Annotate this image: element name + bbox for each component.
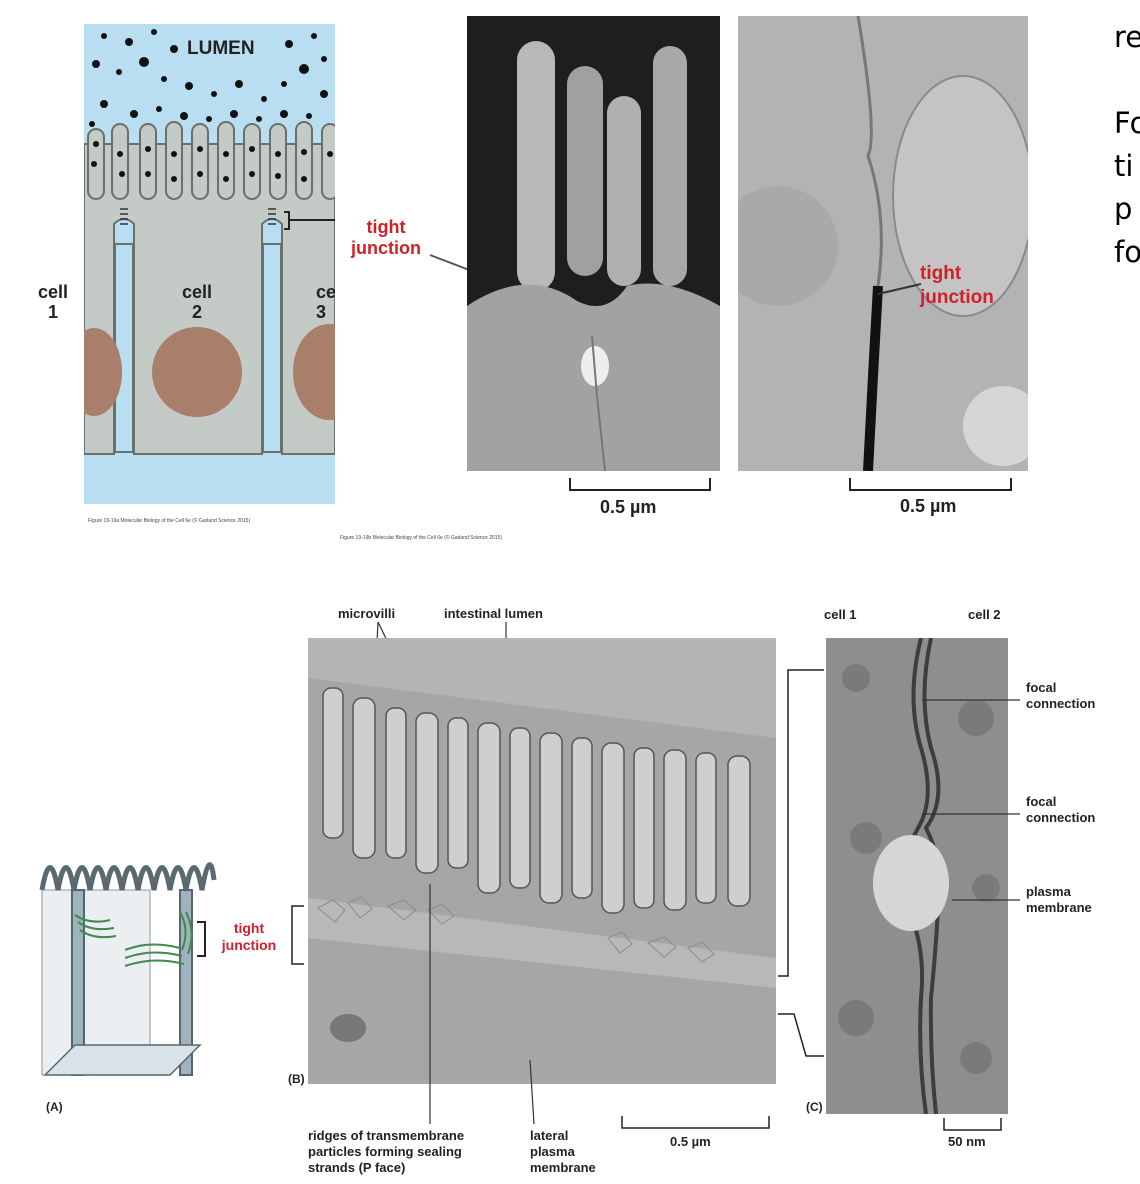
side-text-line-3: Fo bbox=[1114, 106, 1140, 140]
micrograph-right: tight junction bbox=[738, 16, 1028, 471]
panel-b-scale-label: 0.5 µm bbox=[670, 1134, 711, 1149]
scale-label-right: 0.5 µm bbox=[900, 496, 957, 516]
membrane-micrograph-svg bbox=[826, 638, 1008, 1114]
lateral-line-1: lateral bbox=[530, 1128, 569, 1143]
scale-bar-right bbox=[849, 478, 1012, 491]
lateral-line-2: plasma bbox=[530, 1144, 575, 1159]
side-text-line-1: re bbox=[1114, 20, 1140, 54]
lateral-membrane-label: lateral plasma membrane bbox=[530, 1128, 596, 1176]
cell-2-label: cell 2 bbox=[182, 282, 212, 322]
micrograph-right-svg bbox=[738, 16, 1028, 471]
membrane-micrograph bbox=[826, 638, 1008, 1114]
micrograph-left bbox=[467, 16, 720, 471]
cell-3-word: ce bbox=[316, 282, 335, 302]
panel-c-leader-lines bbox=[922, 699, 1020, 901]
epithelium-diagram-svg bbox=[66, 24, 365, 504]
focal-2-line-2: connection bbox=[1026, 810, 1096, 825]
scale-bar-left bbox=[569, 478, 711, 491]
lumen-label: LUMEN bbox=[187, 38, 255, 59]
ridges-line-2: particles forming sealing bbox=[308, 1144, 462, 1159]
tight-junction-em-label: tight junction bbox=[920, 262, 994, 310]
cell-1-label: cell 1 bbox=[38, 282, 68, 322]
lateral-line-3: membrane bbox=[530, 1160, 596, 1175]
tight-junction-em-word-2: junction bbox=[920, 287, 994, 308]
epithelium-diagram: LUMEN cell 1 cell 2 ce 3 bbox=[38, 24, 365, 504]
panel-a-bracket bbox=[197, 921, 206, 957]
panel-c-letter: (C) bbox=[806, 1100, 823, 1114]
scale-label-left: 0.5 µm bbox=[600, 497, 657, 517]
side-text-gap bbox=[1114, 59, 1140, 102]
figure-caption-b: Figure 19-19b Molecular Biology of the C… bbox=[340, 535, 503, 541]
focal-1-line-2: connection bbox=[1026, 696, 1096, 711]
side-text-line-5: p bbox=[1114, 192, 1133, 226]
cell-2-header: cell 2 bbox=[968, 607, 1001, 622]
microvilli-label: microvilli bbox=[338, 606, 396, 621]
panel-c-scale-label: 50 nm bbox=[948, 1134, 986, 1149]
ridges-label: ridges of transmembrane particles formin… bbox=[308, 1128, 464, 1176]
panel-a-tight-word: tight bbox=[233, 920, 265, 936]
focal-2-line-1: focal bbox=[1026, 794, 1057, 809]
plasma-line-2: membrane bbox=[1026, 900, 1092, 915]
cell-1-word: cell bbox=[38, 282, 69, 302]
plasma-line-1: plasma bbox=[1026, 884, 1071, 899]
tight-junction-word-2: junction bbox=[351, 238, 421, 258]
side-text: re Fo ti p fo bbox=[1114, 16, 1140, 274]
tight-junction-em-leader bbox=[877, 283, 922, 295]
cell-3-number: 3 bbox=[316, 302, 327, 322]
side-text-line-6: fo bbox=[1114, 235, 1140, 269]
tight-junction-word-1: tight bbox=[366, 217, 406, 237]
cell-1-header: cell 1 bbox=[824, 607, 857, 622]
panel-b-bracket bbox=[291, 905, 304, 965]
micrograph-left-svg bbox=[467, 16, 720, 471]
focal-connection-1: focal connection bbox=[1026, 680, 1095, 712]
panel-b-leader-lines bbox=[429, 884, 535, 1125]
freeze-fracture-svg bbox=[308, 638, 776, 1084]
tight-junction-label: tight junction bbox=[340, 217, 432, 259]
focal-1-line-1: focal bbox=[1026, 680, 1057, 695]
intestinal-lumen-label: intestinal lumen bbox=[444, 606, 543, 621]
panel-c-scale-bar bbox=[943, 1118, 1002, 1131]
cell-2-number: 2 bbox=[191, 302, 202, 322]
plasma-membrane-label: plasma membrane bbox=[1026, 884, 1092, 916]
tight-junction-em-word-1: tight bbox=[920, 263, 962, 284]
cell-2-word: cell bbox=[182, 282, 213, 302]
focal-connection-2: focal connection bbox=[1026, 794, 1095, 826]
panel-a-tight-junction: tight junction bbox=[214, 920, 284, 954]
freeze-fracture-micrograph bbox=[308, 638, 776, 1084]
ridges-line-3: strands (P face) bbox=[308, 1160, 406, 1175]
cell-1-number: 1 bbox=[47, 302, 58, 322]
figure-caption-a: Figure 19-19a Molecular Biology of the C… bbox=[88, 518, 251, 524]
panel-b-scale-bar bbox=[621, 1116, 770, 1129]
cell-3-label: ce 3 bbox=[316, 282, 335, 322]
panel-c-zoom-lines bbox=[778, 669, 824, 1057]
panel-a-junction-word: junction bbox=[221, 937, 277, 953]
panel-a-letter: (A) bbox=[46, 1100, 63, 1114]
ridges-line-1: ridges of transmembrane bbox=[308, 1128, 465, 1143]
side-text-line-4: ti bbox=[1114, 149, 1134, 183]
panel-b-letter: (B) bbox=[288, 1072, 305, 1086]
panel-a-illustration bbox=[39, 862, 217, 1076]
